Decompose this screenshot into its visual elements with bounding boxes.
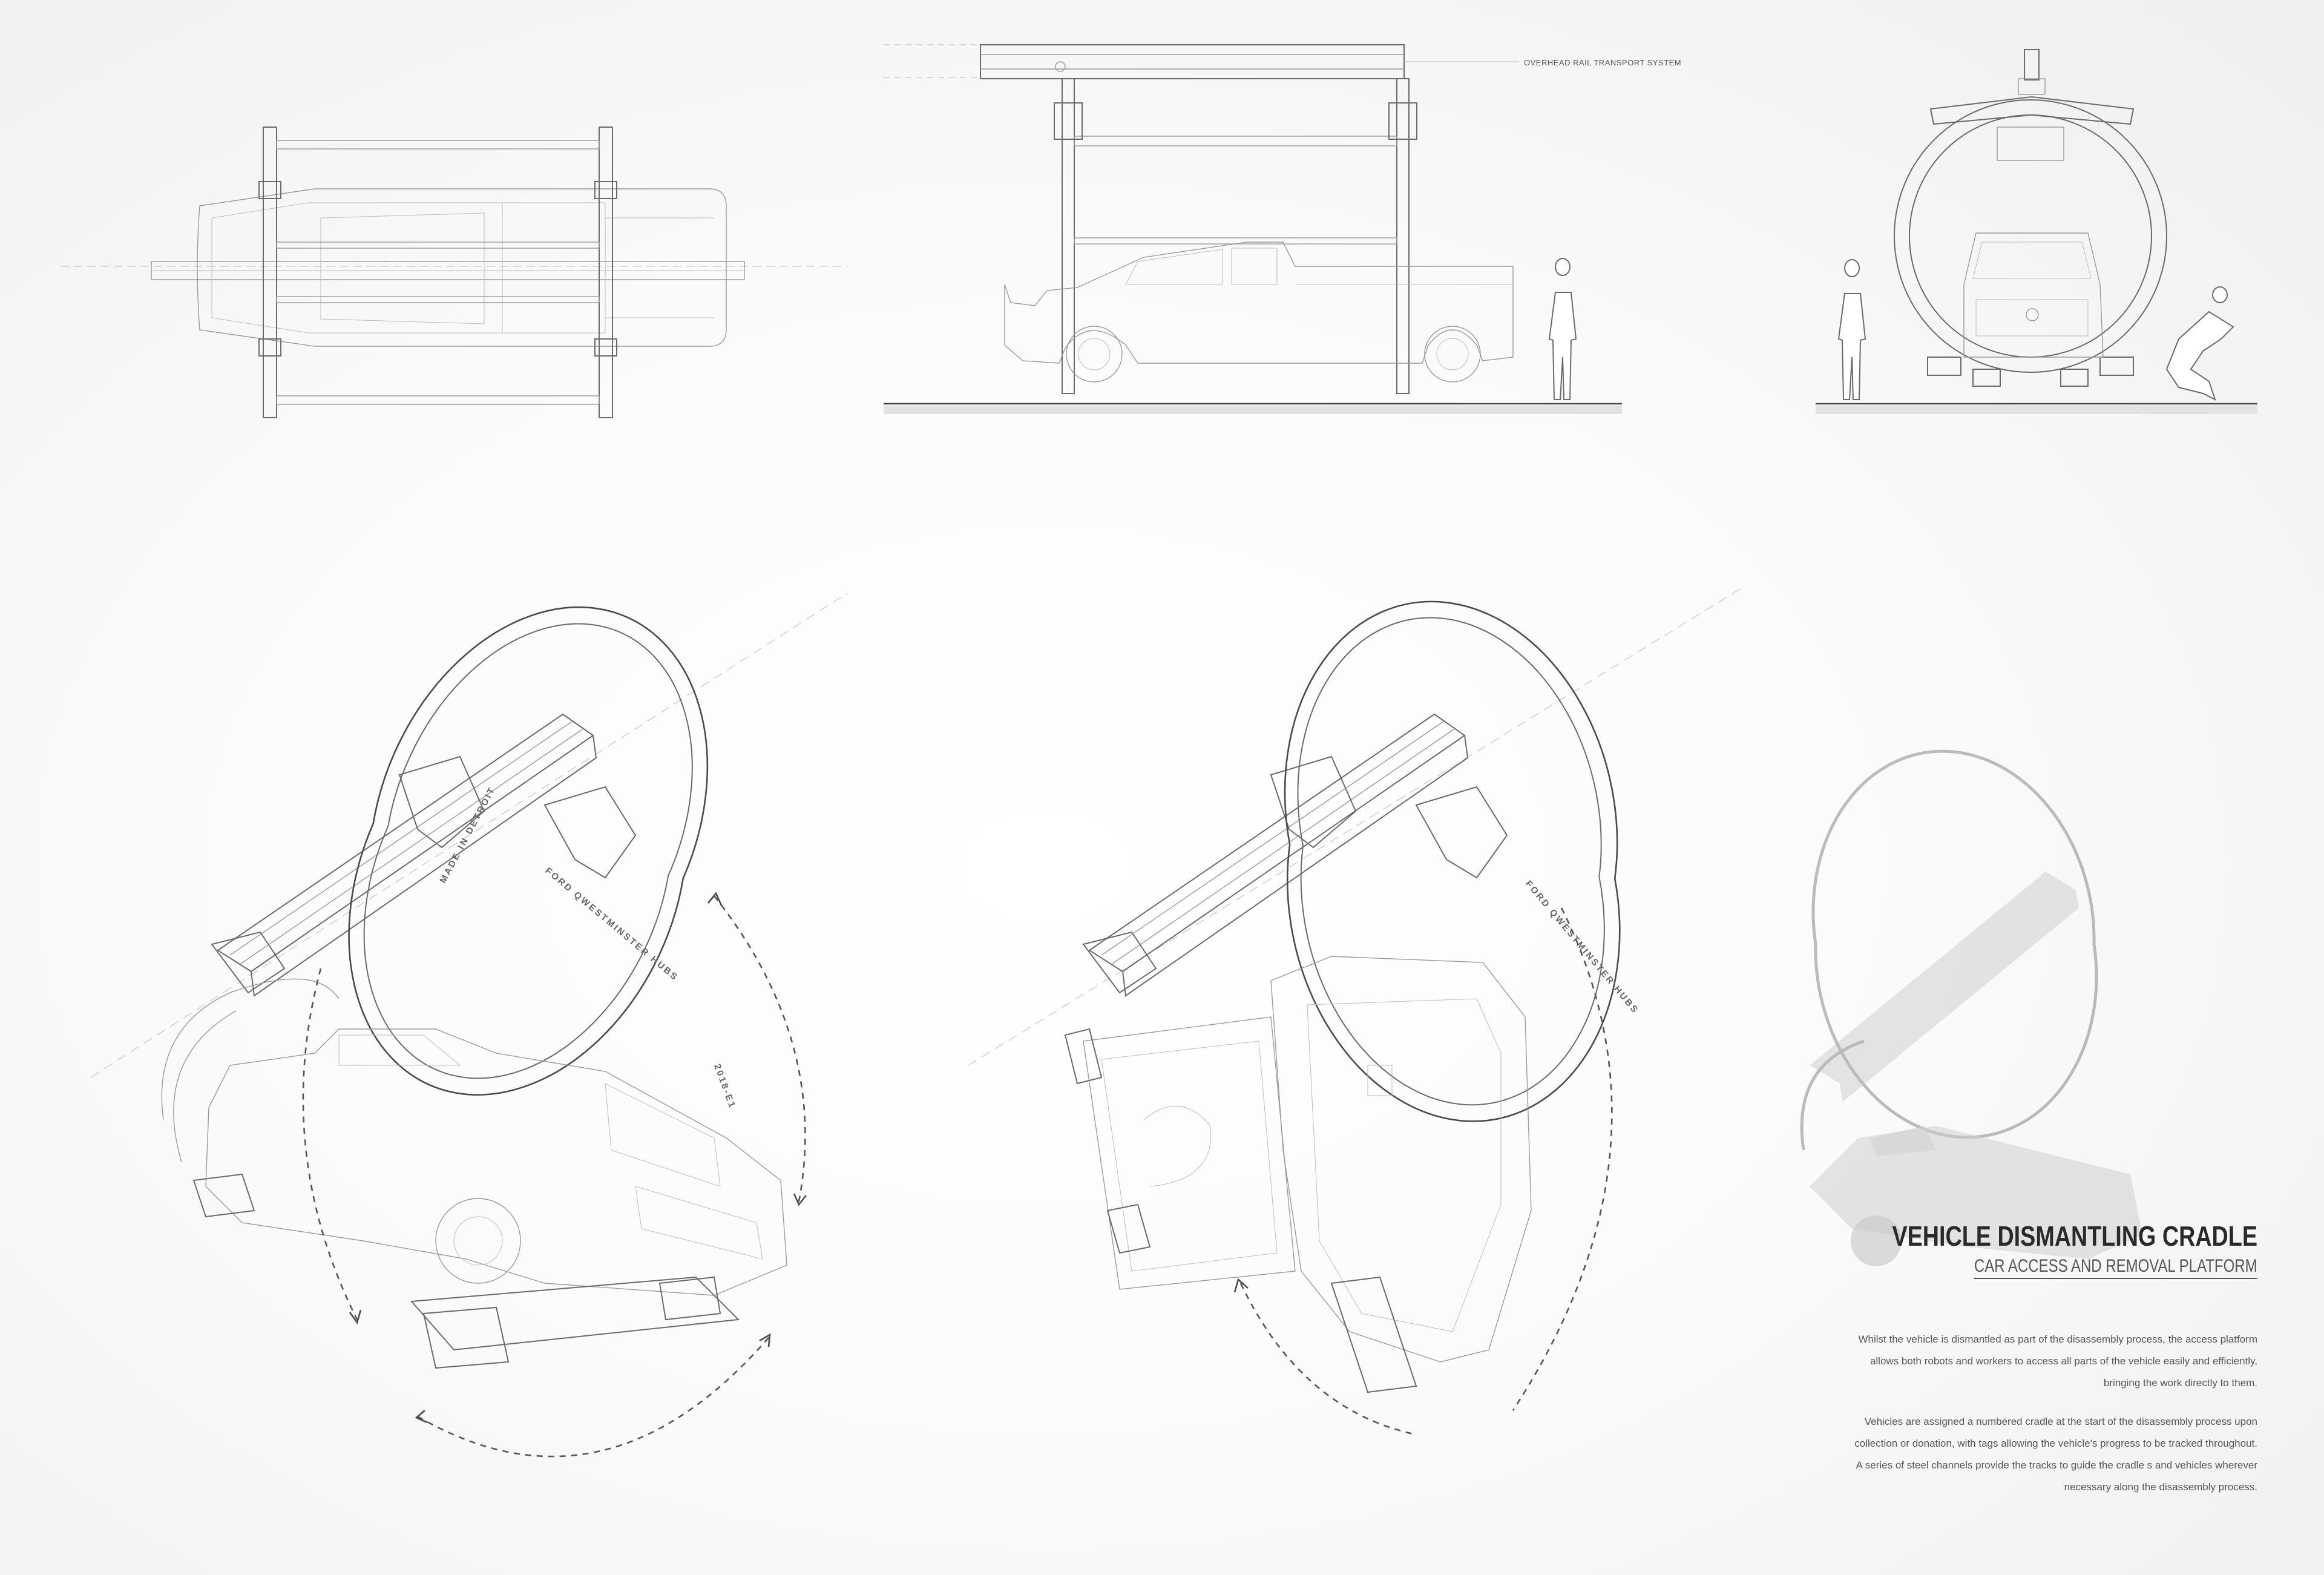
cradle-title: VEHICLE DISMANTLING CRADLE bbox=[1892, 1220, 2257, 1252]
p1-line-3: bringing the work directly to them. bbox=[2103, 1377, 2257, 1389]
ghost-perspective bbox=[1800, 749, 2142, 1266]
ring-text-made-in: MADE IN DETROIT bbox=[438, 784, 498, 884]
p2-line-4: necessary along the disassembly process. bbox=[2064, 1481, 2257, 1493]
side-elevation: OVERHEAD RAIL TRANSPORT SYSTEM bbox=[884, 44, 1681, 414]
description-block: Whilst the vehicle is dismantled as part… bbox=[1797, 1329, 2257, 1515]
ring-text-code: 2018-E1 bbox=[712, 1063, 738, 1111]
description-paragraph-1: Whilst the vehicle is dismantled as part… bbox=[1797, 1329, 2257, 1394]
p2-line-3: A series of steel channels provide the t… bbox=[1856, 1459, 2257, 1471]
p2-line-2: collection or donation, with tags allowi… bbox=[1854, 1438, 2257, 1449]
rail-annotation: OVERHEAD RAIL TRANSPORT SYSTEM bbox=[1524, 58, 1681, 67]
plan-view bbox=[61, 127, 847, 418]
title-block: VEHICLE DISMANTLING CRADLE CAR ACCESS AN… bbox=[1797, 1220, 2257, 1279]
p2-line-1: Vehicles are assigned a numbered cradle … bbox=[1864, 1416, 2257, 1427]
cradle-subtitle: CAR ACCESS AND REMOVAL PLATFORM bbox=[1974, 1256, 2257, 1279]
ring-text-hubs: FORD QWESTMINSTER HUBS bbox=[543, 866, 680, 983]
p1-line-1: Whilst the vehicle is dismantled as part… bbox=[1858, 1333, 2257, 1345]
ring-text-hubs-2: FORD QWESTMINSTER HUBS bbox=[1523, 879, 1641, 1016]
axonometric-view-rotated: FORD QWESTMINSTER HUBS bbox=[968, 587, 1744, 1436]
axonometric-view-upright: MADE IN DETROIT FORD QWESTMINSTER HUBS 2… bbox=[90, 593, 848, 1458]
front-elevation bbox=[1816, 49, 2257, 414]
p1-line-2: allows both robots and workers to access… bbox=[1869, 1355, 2257, 1367]
description-paragraph-2: Vehicles are assigned a numbered cradle … bbox=[1797, 1411, 2257, 1498]
